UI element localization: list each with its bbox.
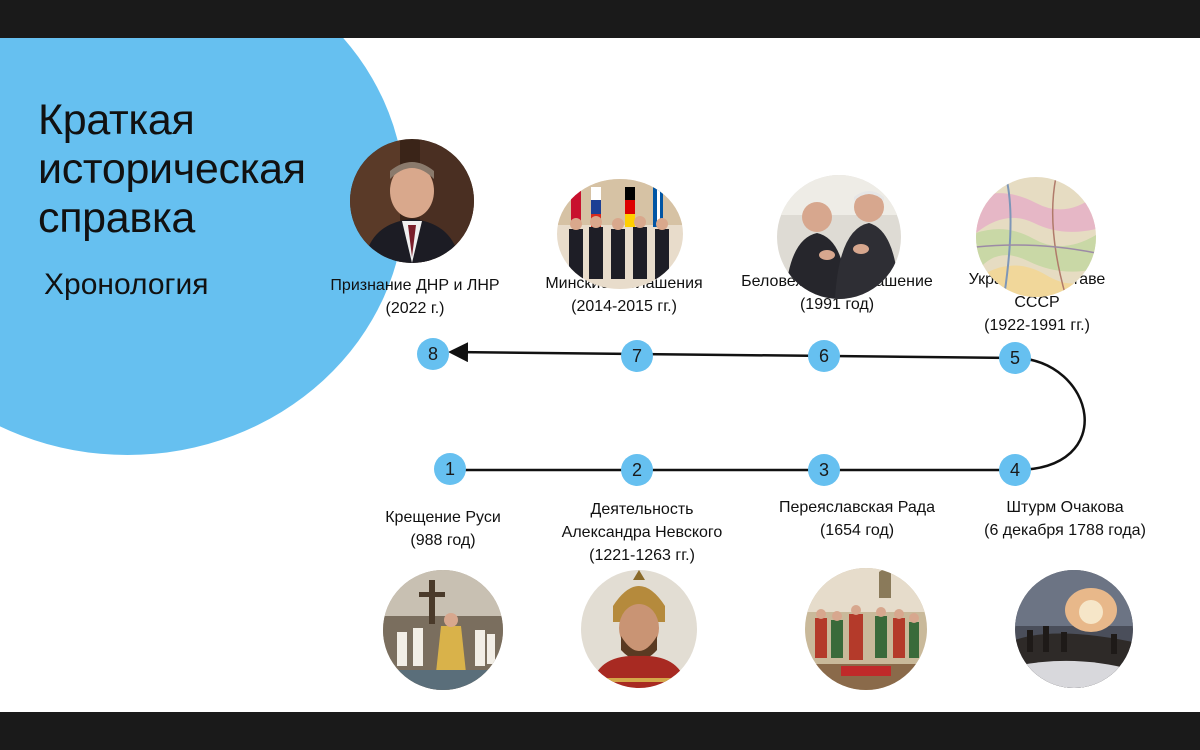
timeline-marker-6: 6 [808,340,840,372]
timeline-marker-7: 7 [621,340,653,372]
ussr-map-image [976,177,1096,297]
slide-subtitle: Хронология [44,268,209,301]
event-label-3: Переяславская Рада(1654 год) [778,499,936,539]
putin-photo-image [350,139,474,263]
rada-painting-image [805,568,927,690]
presentation-slide: Краткая историческая справка Хронология … [0,38,1200,712]
timeline-marker-2: 2 [621,454,653,486]
belovezh-photo-image [777,175,901,299]
event-label-1: Крещение Руси(988 год) [385,509,501,549]
event-label-8: Признание ДНР и ЛНР(2022 г.) [330,277,500,317]
slide-title: Краткая историческая справка [38,96,306,242]
baptism-painting-image [383,570,503,690]
ochakov-painting-image [1015,570,1133,688]
timeline-marker-8: 8 [417,338,449,370]
timeline-marker-4: 4 [999,454,1031,486]
event-label-4: Штурм Очакова(6 декабря 1788 года) [984,499,1146,539]
timeline-marker-1: 1 [434,453,466,485]
timeline-connector [448,342,1086,472]
timeline-marker-3: 3 [808,454,840,486]
minsk-photo-image [557,179,683,289]
timeline-marker-5: 5 [999,342,1031,374]
nevsky-portrait-image [581,570,697,688]
